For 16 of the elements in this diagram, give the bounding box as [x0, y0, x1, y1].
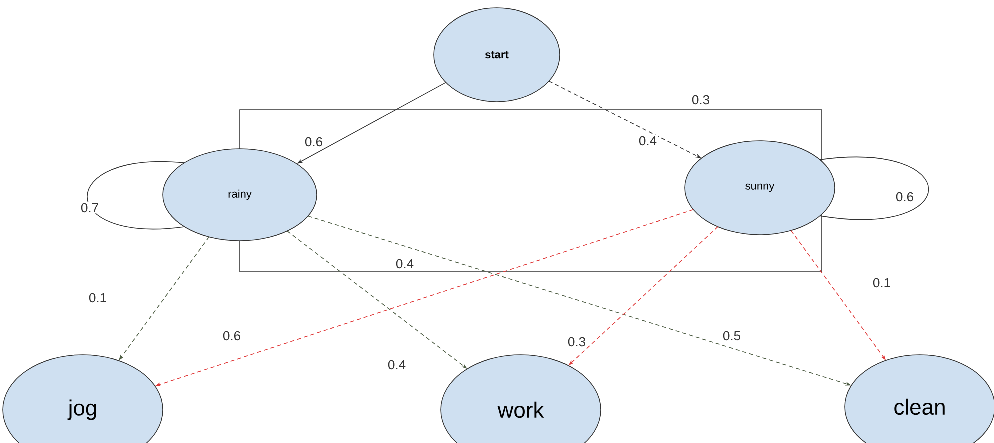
connector-line: [820, 156, 930, 220]
edge-label: 0.6: [222, 330, 242, 342]
edge-label: 0.6: [894, 191, 916, 203]
edge-label: 0.6: [304, 136, 324, 148]
edge-label: 0.3: [690, 94, 712, 106]
edge-label: 0.3: [566, 336, 588, 348]
connector-line: [240, 110, 822, 162]
edge-label: 0.7: [80, 202, 100, 214]
edge-label: 0.4: [638, 135, 658, 147]
connector-line: [87, 161, 186, 230]
edge-label: 0.1: [872, 277, 892, 289]
edge-label: 0.5: [722, 330, 742, 342]
edge-label: 0.4: [394, 258, 416, 270]
connector-line: [240, 214, 822, 272]
edge-label: 0.1: [88, 292, 108, 304]
edge-label: 0.4: [386, 359, 408, 371]
